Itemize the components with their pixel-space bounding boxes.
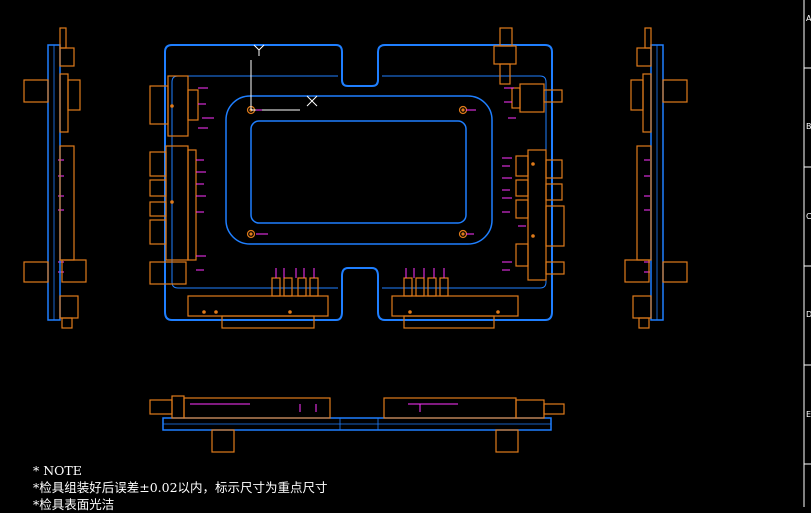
left-clamp-assembly (149, 75, 199, 285)
pocket-outer (225, 95, 493, 245)
drawing-notes: * NOTE *检具组装好后误差±0.02以内，标示尺寸为重点尺寸 *检具表面光… (33, 462, 328, 513)
notes-title: * NOTE (33, 463, 82, 478)
base-plate-inner-outline (171, 75, 547, 289)
left-side-parts (23, 27, 87, 329)
base-plate-outline (164, 44, 553, 321)
dimension-markers (58, 87, 650, 412)
right-side-parts (624, 27, 688, 329)
border-letter-d: D (806, 310, 811, 319)
notes-line-2: *检具表面光洁 (33, 497, 115, 512)
right-clamp-assembly (493, 27, 565, 281)
notes-line-1: *检具组装好后误差±0.02以内，标示尺寸为重点尺寸 (33, 480, 328, 495)
drawing-frame (803, 0, 811, 507)
right-side-view[interactable] (624, 27, 688, 329)
top-view[interactable] (58, 27, 650, 412)
locating-pins (246, 105, 468, 239)
front-view-parts (149, 395, 565, 453)
border-letter-e: E (806, 410, 811, 419)
border-letter-a: A (806, 14, 811, 23)
front-view[interactable] (149, 395, 565, 453)
pocket-inner (250, 120, 467, 224)
border-letter-b: B (806, 122, 811, 131)
border-letter-c: C (806, 212, 811, 221)
left-side-view[interactable] (23, 27, 87, 329)
